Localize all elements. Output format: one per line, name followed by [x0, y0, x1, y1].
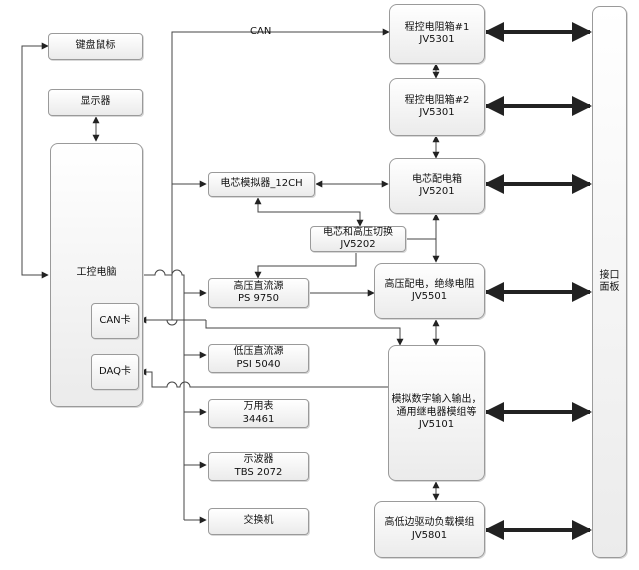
lv-power-model: PSI 5040	[236, 358, 281, 370]
load-module-node: 高低边驱动负载模组 JV5801	[374, 501, 485, 558]
digital-io-line2: 通用继电器模组等	[396, 406, 477, 418]
lv-power-node: 低压直流源 PSI 5040	[208, 344, 309, 373]
hv-power-name: 高压直流源	[233, 280, 284, 292]
display-label: 显示器	[80, 96, 111, 108]
cell-simulator-name: 电芯模拟器_12CH	[220, 178, 303, 190]
hv-distribution-model: JV5501	[411, 291, 448, 302]
cell-hv-switch-model: JV5202	[340, 239, 376, 250]
can-card-link	[139, 316, 404, 346]
load-module-model: JV5801	[411, 529, 448, 541]
keyboard-mouse-link	[21, 42, 49, 279]
oscilloscope-model: TBS 2072	[234, 466, 283, 478]
network-switch-name: 交换机	[243, 515, 274, 527]
resistor-box-1-model: JV5301	[419, 34, 455, 45]
hv-distribution-name: 高压配电，绝缘电阻	[384, 278, 475, 290]
can-card-node: CAN卡	[91, 303, 139, 339]
ipc-label: 工控电脑	[76, 266, 117, 278]
keyboard-mouse-label: 键盘鼠标	[75, 40, 116, 52]
lv-power-name: 低压直流源	[233, 346, 284, 357]
resistor-box-1-name: 程控电阻箱#1	[404, 21, 470, 33]
interface-panel-node: 接口 面板	[592, 6, 627, 558]
pc-equipment-bus	[142, 269, 207, 524]
multimeter-node: 万用表 34461	[208, 399, 309, 428]
can-card-label: CAN卡	[99, 314, 131, 326]
resistor-box-2-name: 程控电阻箱#2	[404, 94, 470, 106]
keyboard-mouse-node: 键盘鼠标	[48, 33, 143, 60]
multimeter-model: 34461	[242, 413, 275, 425]
resistor-box-2-model: JV5301	[419, 107, 455, 118]
cell-hv-switch-name: 电芯和高压切换	[323, 226, 393, 238]
daq-card-link	[139, 368, 388, 388]
daq-card-label: DAQ卡	[98, 365, 132, 377]
hv-power-node: 高压直流源 PS 9750	[208, 278, 309, 308]
hv-power-model: PS 9750	[237, 293, 279, 304]
digital-io-line1: 模拟数字输入输出，	[391, 394, 482, 406]
resistor-box-1-node: 程控电阻箱#1 JV5301	[389, 4, 485, 64]
interface-panel-links	[484, 22, 592, 540]
multimeter-name: 万用表	[243, 401, 274, 412]
digital-io-node: 模拟数字输入输出， 通用继电器模组等 JV5101	[388, 345, 485, 481]
load-module-name: 高低边驱动负载模组	[384, 517, 475, 528]
display-node: 显示器	[48, 89, 143, 116]
interface-panel-line1: 接口	[599, 269, 620, 281]
oscilloscope-node: 示波器 TBS 2072	[208, 452, 309, 481]
cell-sim-links	[254, 180, 436, 297]
cell-distribution-node: 电芯配电箱 JV5201	[389, 158, 485, 214]
cell-distribution-name: 电芯配电箱	[412, 173, 462, 185]
hv-distribution-node: 高压配电，绝缘电阻 JV5501	[374, 263, 485, 319]
can-bus-label: CAN	[250, 26, 272, 37]
digital-io-model: JV5101	[418, 419, 455, 431]
cell-simulator-node: 电芯模拟器_12CH	[208, 172, 315, 197]
resistor-box-2-node: 程控电阻箱#2 JV5301	[389, 78, 485, 136]
cell-distribution-model: JV5201	[419, 186, 455, 197]
daq-card-node: DAQ卡	[91, 354, 139, 390]
network-switch-node: 交换机	[208, 508, 309, 535]
oscilloscope-name: 示波器	[243, 454, 274, 465]
interface-panel-line2: 面板	[599, 282, 620, 293]
can-bus-lines	[171, 28, 390, 320]
cell-hv-switch-node: 电芯和高压切换 JV5202	[310, 226, 406, 252]
